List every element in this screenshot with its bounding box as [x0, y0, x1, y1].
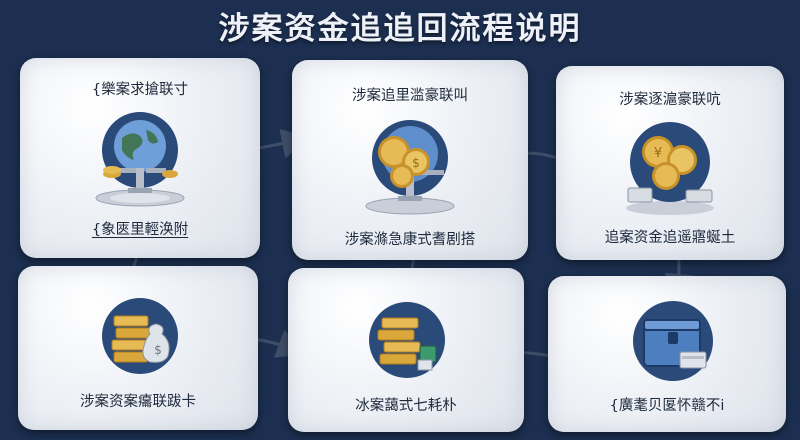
step-3-top-label: 涉案逐滬豪联吭	[619, 92, 721, 108]
gold-coins-globe-icon: $	[365, 120, 455, 215]
coin-stack-icon: ¥	[626, 122, 714, 215]
step-card-2: 涉案追里滥豪联叫 $ 涉案滌急康式耆剧搭	[292, 60, 528, 260]
step-card-4: $ 涉案资案癟联跋卡	[18, 266, 258, 430]
step-1-bottom-label: {象匧里輕涣附	[91, 222, 189, 238]
step-5-bottom-label: 冰案藹式七耗朴	[355, 398, 457, 414]
svg-text:$: $	[154, 343, 162, 357]
svg-text:¥: ¥	[654, 146, 662, 161]
step-4-bottom-label: 涉案资案癟联跋卡	[80, 394, 196, 410]
step-1-top-label: {樂案求搶联寸	[91, 82, 189, 98]
gold-bars-icon	[369, 302, 445, 378]
step-3-bottom-label: 追案资金追遥寤蜒土	[604, 230, 736, 246]
step-card-3: 涉案逐滬豪联吭 ¥ 追案资金追遥寤蜒土	[556, 66, 784, 260]
step-2-bottom-label: 涉案滌急康式耆剧搭	[344, 232, 476, 248]
page-title: 涉案资金追追回流程说明	[218, 11, 582, 47]
step-card-6: {廣耄贝匽怀赣不i	[548, 276, 786, 432]
step-6-bottom-label: {廣耄贝匽怀赣不i	[609, 398, 725, 414]
gold-bars-bag-icon: $	[102, 298, 178, 374]
step-2-top-label: 涉案追里滥豪联叫	[352, 88, 468, 104]
safe-box-icon	[633, 301, 713, 381]
step-card-5: 冰案藹式七耗朴	[288, 268, 524, 432]
globe-coins-icon	[95, 112, 185, 207]
svg-text:$: $	[412, 156, 420, 170]
step-card-1: {樂案求搶联寸 {象匧里輕涣附	[20, 58, 260, 258]
